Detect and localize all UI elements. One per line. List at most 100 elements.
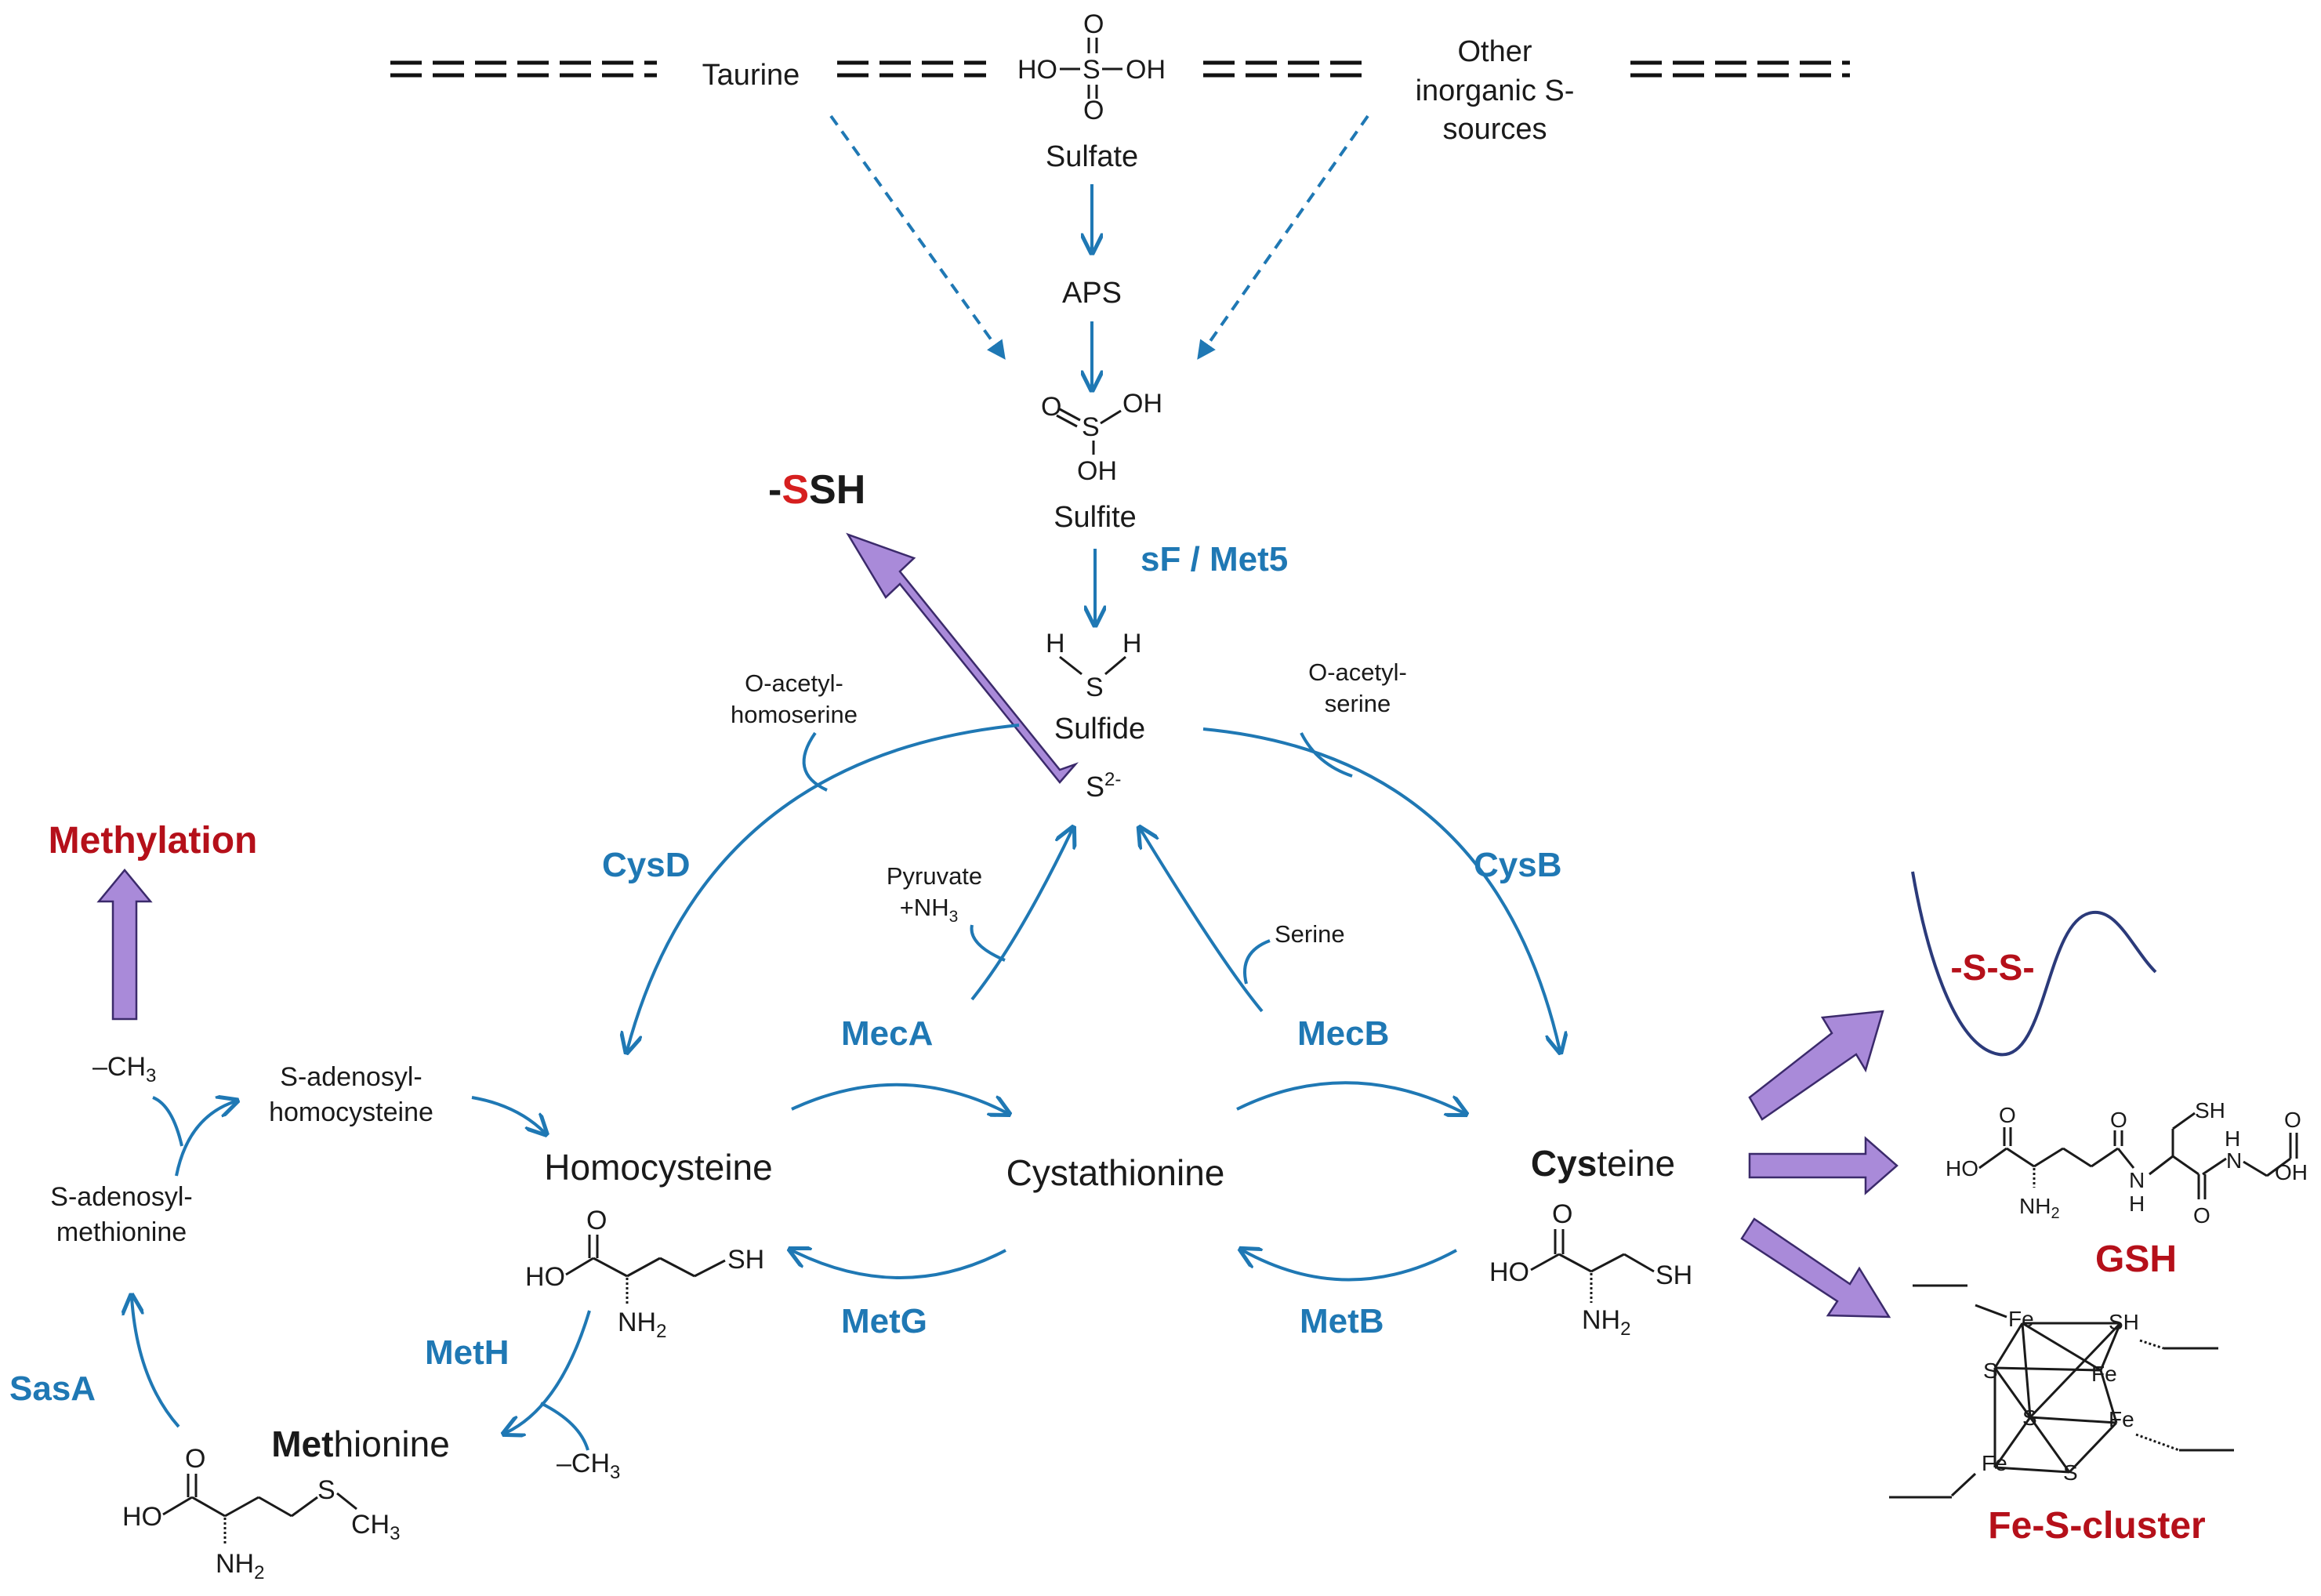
met-o: O [185,1444,205,1474]
gsh-o4: O [2284,1108,2301,1132]
fes-s3: S [2063,1460,2078,1485]
sulfide-h-left: H [1046,629,1065,658]
mecb-arrow [1141,829,1264,1013]
hcy-o: O [586,1206,607,1235]
enzyme-cysd: CysD [602,846,691,884]
gsh-o1: O [1999,1103,2016,1127]
hcy-sh: SH [727,1245,764,1275]
met-nh-sub: 2 [254,1562,264,1583]
other-sources-line3: sources [1442,113,1547,146]
ch3-top-text: –CH [92,1052,146,1082]
sulfite-oh-bottom: OH [1077,456,1117,486]
oacetyl-serine-feed [1300,732,1353,778]
sam-to-sah-arrow [175,1101,235,1177]
metb-arrow [1242,1250,1457,1282]
enzyme-mecb: MecB [1297,1014,1389,1053]
sulfate-o-bottom: O [1083,96,1104,125]
met-nh2: NH2 [216,1549,264,1583]
pyruvate-nh-subscript: 3 [949,908,959,926]
cys-nh2: NH2 [1582,1305,1630,1340]
cysteine-rest: teine [1597,1143,1675,1184]
sulfide-label: Sulfide [1054,713,1145,745]
gsh-nh-sub: 2 [2051,1205,2059,1222]
met-ho: HO [122,1502,162,1532]
fes-cluster-structure: Fe SH S Fe S Fe Fe S [1889,1284,2234,1499]
cysb-arc-arrow [1202,727,1560,1050]
taurine-dashed-arrow [829,114,1006,360]
persulfide-label: -SSH [768,467,865,513]
metg-arrow [792,1250,1006,1279]
fes-s2: S [2022,1406,2037,1430]
gsh-n2: N [2226,1148,2242,1173]
other-sources-line1: Other [1457,35,1532,68]
met-s: S [317,1475,335,1505]
hcy-nh: NH [618,1308,656,1337]
enzyme-metb: MetB [1300,1302,1384,1340]
other-sources-dashed-arrow [1197,114,1369,360]
gsh-oh: OH [2275,1160,2308,1184]
fes-fe3: Fe [2109,1407,2134,1431]
cys-nh-sub: 2 [1620,1319,1630,1340]
cys-o: O [1552,1199,1572,1229]
methionine-bold: Met [271,1424,333,1464]
meth-arrow [506,1310,591,1433]
sulfate-structure: HO S OH O O [1017,9,1166,125]
sasa-arrow [132,1297,180,1428]
gsh-nh: NH [2019,1194,2051,1218]
sulfate-ho: HO [1017,55,1057,85]
sulfate-oh: OH [1126,55,1166,85]
methionine-label: Methionine [271,1424,450,1464]
persulfide-fate-arrow [846,532,1079,784]
ch3-top-sub: 3 [146,1065,156,1086]
gsh-o3: O [2193,1203,2210,1228]
gsh-fate-arrow [1748,1136,1899,1195]
ch3-bottom-text: –CH [557,1449,610,1478]
sulfite-oh-right: OH [1122,389,1162,419]
enzyme-cysb: CysB [1474,846,1562,884]
hcy-nh-sub: 2 [656,1321,666,1342]
disulfide-fate-arrow [1748,1010,1884,1121]
oacetyl-homoserine-feed [802,731,828,792]
enzyme-meth: MetH [425,1333,510,1372]
disulfide-label: -S-S- [1950,947,2034,988]
fes-s1: S [1983,1358,1998,1383]
sulfide-s: S [1086,673,1104,702]
gsh-n1: N [2129,1168,2145,1192]
methylation-label: Methylation [49,820,258,861]
enzyme-sf-met5: sF / Met5 [1141,540,1288,579]
sam-line2: methionine [56,1217,187,1247]
ch3-bottom-sub: 3 [610,1462,620,1483]
cysteine-label: Cysteine [1531,1143,1675,1184]
ch3-bottom: –CH3 [557,1449,620,1483]
fes-fe1: Fe [2008,1307,2034,1331]
serine-label: Serine [1275,920,1345,948]
ch3-top: –CH3 [92,1052,156,1086]
persulfide-sh: SH [809,467,865,513]
fes-fate-arrow [1740,1217,1891,1319]
fes-fe2: Fe [2091,1362,2117,1386]
methylation-fate-arrow [96,869,153,1021]
enzyme-metg: MetG [841,1302,927,1340]
met-ch: CH [351,1510,390,1540]
fes-label: Fe-S-cluster [1988,1505,2205,1547]
source-dash-lines [390,60,1850,78]
pyruvate-nh: +NH [900,894,949,921]
oacetyl-homoserine-line1: O-acetyl- [745,669,843,697]
gsh-ho: HO [1946,1156,1978,1181]
s2-ion-label: S2- [1086,769,1121,803]
oacetyl-serine-line1: O-acetyl- [1308,658,1407,686]
serine-feed [1243,939,1271,985]
sah-line1: S-adenosyl- [280,1062,422,1092]
protein-chain-curve [1911,871,2157,1057]
homocysteine-label: Homocysteine [544,1147,772,1188]
persulfide-dash: - [768,467,782,513]
cystathionine-label: Cystathionine [1006,1152,1225,1193]
sulfite-s: S [1082,412,1100,442]
homocys-to-cystathionine-arrow [791,1083,1007,1113]
sulfate-o-top: O [1083,9,1104,39]
sulfide-structure: H H S [1046,629,1142,702]
methionine-structure: O HO S CH3 NH2 [122,1444,400,1583]
cys-sh: SH [1656,1260,1692,1290]
aps-label: APS [1062,277,1122,310]
